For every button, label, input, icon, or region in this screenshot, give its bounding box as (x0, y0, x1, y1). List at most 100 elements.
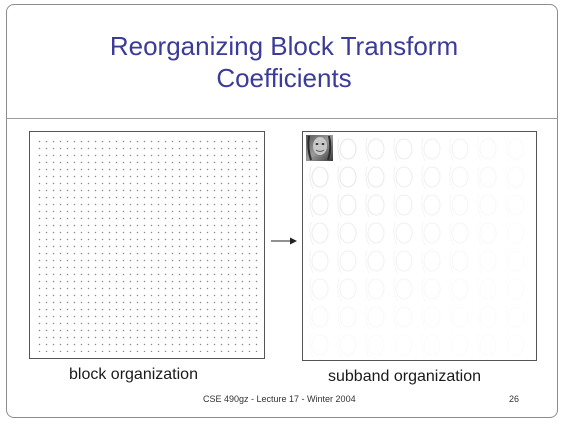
subband-tile-detail (365, 193, 370, 218)
subband-tile (395, 278, 413, 300)
subband-tile-detail (477, 137, 482, 162)
subband-tile-detail (393, 193, 398, 218)
subband-tile (311, 306, 329, 328)
subband-tile (451, 278, 469, 300)
subband-tile (508, 223, 524, 243)
subband-tile-detail (450, 278, 453, 301)
subband-tile-detail (310, 334, 313, 357)
subband-tile (367, 138, 385, 160)
subband-tile-detail (365, 305, 370, 330)
slide-border (6, 4, 558, 418)
subband-tile-detail (421, 165, 426, 190)
subband-tile-detail (366, 334, 369, 357)
subband-tile-detail (478, 306, 481, 329)
subband-tile (479, 194, 497, 216)
subband-tile-detail (337, 193, 342, 218)
subband-tile-detail (309, 305, 314, 330)
subband-tile-detail (365, 221, 370, 246)
subband-tile-detail (337, 221, 342, 246)
subband-tile-detail (337, 165, 342, 190)
block-organization-image (29, 131, 265, 359)
subband-tile (339, 250, 357, 272)
subband-tile (367, 194, 385, 216)
subband-tile-detail (506, 250, 509, 273)
subband-tile (479, 222, 497, 244)
faint-subband-tiles (309, 137, 525, 357)
subband-tile-detail (506, 278, 509, 301)
subband-tile (423, 166, 441, 188)
subband-tile-detail (450, 306, 453, 329)
subband-tile (423, 306, 441, 328)
block-coefficient-grid (36, 138, 258, 352)
subband-tile (339, 222, 357, 244)
subband-tile (367, 222, 385, 244)
subband-tile-detail (478, 278, 481, 301)
subband-tile-detail (365, 277, 370, 302)
subband-tile (451, 250, 469, 272)
subband-tile (339, 334, 357, 356)
subband-tile (507, 166, 525, 188)
subband-tile-detail (338, 334, 341, 357)
caption-subband-organization: subband organization (328, 368, 482, 385)
title-divider (6, 118, 558, 119)
subband-tile-detail (477, 193, 482, 218)
subband-tile-detail (309, 277, 314, 302)
subband-tile-detail (506, 334, 509, 357)
subband-tile (451, 166, 469, 188)
subband-tile (367, 278, 385, 300)
subband-tile-detail (449, 137, 454, 162)
subband-tile-detail (506, 222, 509, 245)
subband-tile (311, 250, 329, 272)
subband-tile (423, 194, 441, 216)
subband-tile-detail (393, 249, 398, 274)
subband-tile (508, 251, 524, 271)
subband-tile (480, 279, 496, 299)
subband-tile (396, 335, 412, 355)
subband-tile (452, 335, 468, 355)
page-number: 26 (509, 394, 520, 404)
slide-title-line1: Reorganizing Block Transform (109, 31, 459, 61)
subband-tile (311, 334, 329, 356)
subband-tile-detail (393, 165, 398, 190)
subband-tile-detail (365, 137, 370, 162)
subband-tile (311, 166, 329, 188)
subband-tile (423, 278, 441, 300)
subband-tile-detail (421, 193, 426, 218)
subband-tile (395, 166, 413, 188)
subband-tile (395, 306, 413, 328)
subband-tile (423, 250, 441, 272)
slide-footer: CSE 490gz - Lecture 17 - Winter 2004 (203, 394, 356, 404)
subband-tile (368, 335, 384, 355)
subband-tile-detail (309, 249, 314, 274)
subband-tile-detail (337, 249, 342, 274)
subband-tile-detail (337, 277, 342, 302)
subband-tile-detail (421, 221, 426, 246)
subband-tile (367, 166, 385, 188)
subband-tile (339, 166, 357, 188)
subband-tile (367, 250, 385, 272)
subband-tile-detail (337, 305, 342, 330)
subband-tile (311, 278, 329, 300)
subband-tile (367, 306, 385, 328)
subband-tile-detail (449, 193, 454, 218)
subband-tile (395, 194, 413, 216)
subband-tile-detail (449, 165, 454, 190)
subband-tile (508, 307, 524, 327)
subband-tile (339, 278, 357, 300)
subband-tile-detail (421, 277, 426, 302)
subband-tile (479, 166, 497, 188)
subband-tile (451, 222, 469, 244)
subband-tile-detail (477, 221, 482, 246)
subband-tile-detail (309, 193, 314, 218)
subband-tile (480, 335, 496, 355)
subband-tile (339, 138, 357, 160)
subband-tile-detail (506, 194, 509, 217)
subband-tile (507, 138, 525, 160)
dc-subband-thumbnail (306, 135, 333, 161)
subband-tile-detail (393, 137, 398, 162)
subband-tile (395, 250, 413, 272)
subband-tile (395, 222, 413, 244)
subband-tile-detail (337, 137, 342, 162)
right-arrow-icon (271, 237, 297, 245)
